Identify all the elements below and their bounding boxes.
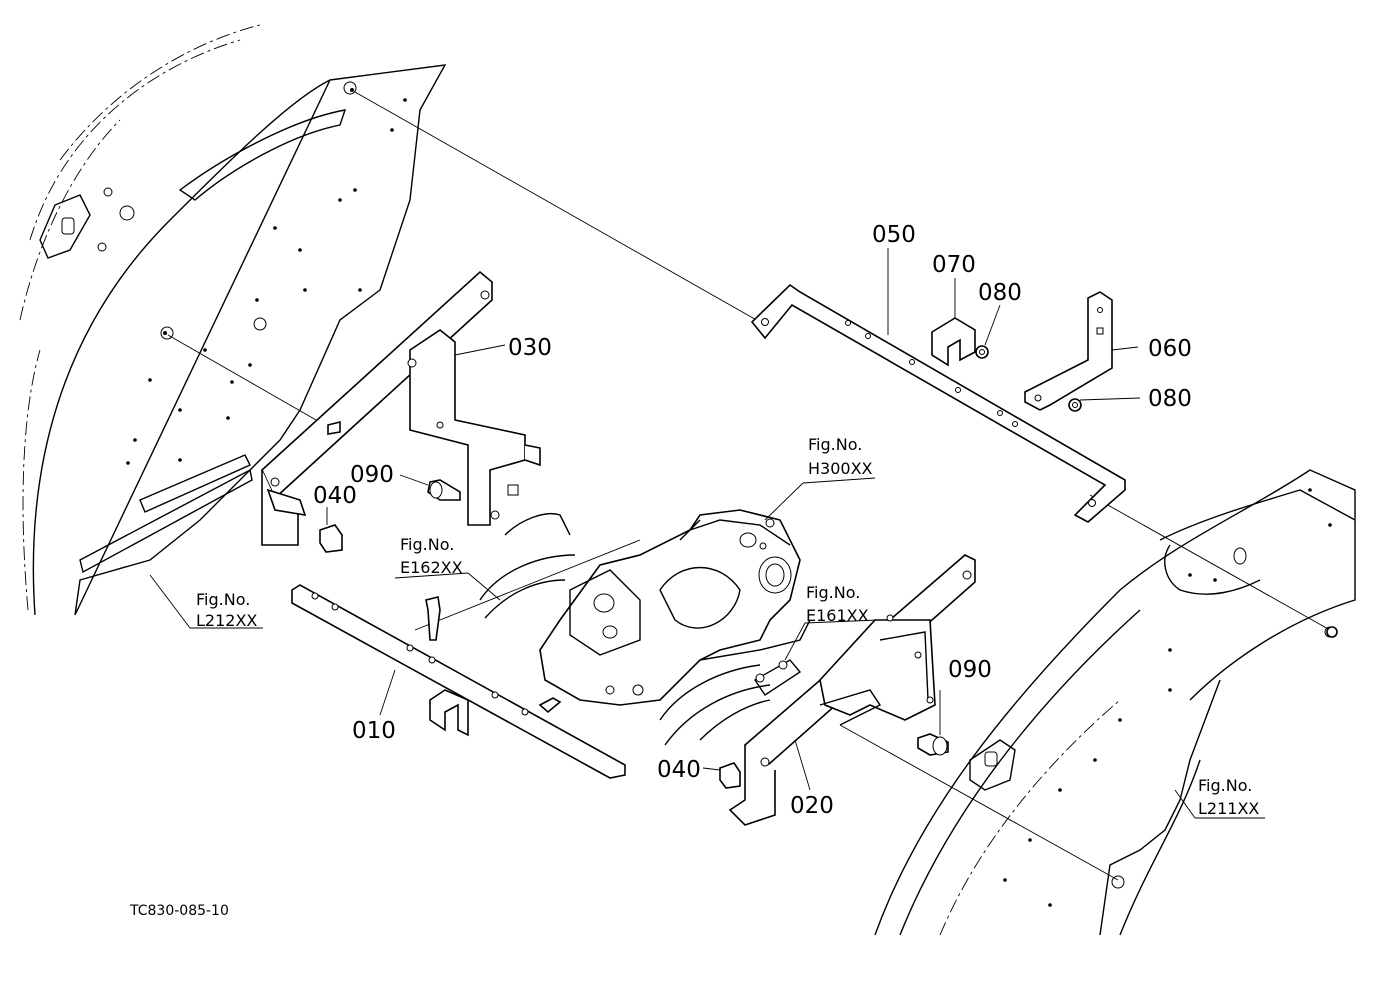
bolt-080a[interactable] xyxy=(975,345,989,359)
right-fender xyxy=(874,469,1356,936)
bolt-090b[interactable] xyxy=(917,733,949,756)
bar-050[interactable] xyxy=(750,283,1126,523)
drawing-code: TC830-085-10 xyxy=(129,903,229,919)
label-020: 020 xyxy=(790,793,834,819)
bolt-040b[interactable] xyxy=(719,762,741,789)
label-040a: 040 xyxy=(313,483,357,509)
label-010: 010 xyxy=(352,718,396,744)
label-080a: 080 xyxy=(978,280,1022,306)
fig-h300-title: Fig.No. xyxy=(808,435,862,454)
bolt-misc xyxy=(327,420,1338,638)
fig-l211-number: L211XX xyxy=(1198,799,1259,818)
long-bolt xyxy=(425,596,441,641)
bracket-060[interactable] xyxy=(1024,291,1113,411)
bolt-080b[interactable] xyxy=(1068,398,1082,412)
bracket-030[interactable] xyxy=(261,270,541,546)
left-fender xyxy=(19,24,447,616)
fig-h300-number: H300XX xyxy=(808,459,873,478)
fig-e161-title: Fig.No. xyxy=(806,583,860,602)
fig-l211-title: Fig.No. xyxy=(1198,776,1252,795)
fender-holes xyxy=(126,98,407,465)
label-090a: 090 xyxy=(350,462,394,488)
right-fender-holes xyxy=(1003,488,1332,907)
figure-refs: Fig.No. H300XX Fig.No. E162XX Fig.No. E1… xyxy=(196,435,1259,818)
label-070: 070 xyxy=(932,252,976,278)
fig-l212-title: Fig.No. xyxy=(196,590,250,609)
part-labels: 010 020 030 040 040 050 060 070 080 080 … xyxy=(313,222,1192,819)
bolt-040a[interactable] xyxy=(319,524,343,553)
leader-lines xyxy=(149,248,1265,819)
fig-l212-number: L212XX xyxy=(196,611,257,630)
label-080b: 080 xyxy=(1148,386,1192,412)
fig-e162-number: E162XX xyxy=(400,558,463,577)
hydraulic-housing xyxy=(479,509,811,746)
label-030: 030 xyxy=(508,335,552,361)
label-050: 050 xyxy=(872,222,916,248)
bolt-090a[interactable] xyxy=(427,479,461,501)
fig-e161-number: E161XX xyxy=(806,606,869,625)
bracket-020[interactable] xyxy=(728,554,976,826)
label-040b: 040 xyxy=(657,757,701,783)
angle-070[interactable] xyxy=(931,317,976,367)
assembly-lines xyxy=(167,91,1331,881)
label-090b: 090 xyxy=(948,657,992,683)
fig-e162-title: Fig.No. xyxy=(400,535,454,554)
crossbar-010[interactable] xyxy=(291,584,626,779)
label-060: 060 xyxy=(1148,336,1192,362)
